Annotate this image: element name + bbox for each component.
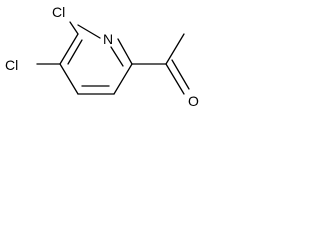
bond-n1-c6-inner <box>110 46 124 67</box>
atom-label-o: O <box>188 93 199 109</box>
bond-c6-c5 <box>113 63 133 95</box>
structure-diagram: N Cl Cl O <box>0 0 202 121</box>
atom-label-cl-left: Cl <box>5 57 18 73</box>
atom-label-n: N <box>103 31 113 47</box>
atom-label-cl-top: Cl <box>52 4 65 20</box>
bond-carbonyl-methyl <box>165 33 185 65</box>
bond-c2-n1 <box>77 24 101 39</box>
bond-c4-c3 <box>59 63 79 95</box>
bond-n1-c6 <box>117 38 133 65</box>
bond-carbonyl-oxygen-double <box>171 59 190 90</box>
bond-c3-c2 <box>59 33 79 65</box>
molecule-canvas: N Cl Cl O <box>5 4 199 109</box>
bond-carbonyl-oxygen <box>165 63 185 95</box>
bond-c3-c2-inner <box>67 39 83 65</box>
bond-c2-cl-top <box>69 21 79 35</box>
